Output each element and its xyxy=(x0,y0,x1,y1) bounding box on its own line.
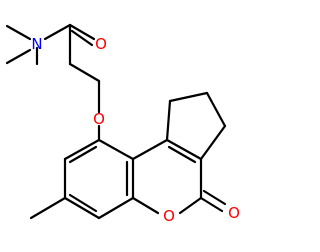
bond-py-5 xyxy=(131,138,169,161)
bond-lactone-co-1 xyxy=(199,196,224,213)
bond-cp-1 xyxy=(165,99,172,142)
atom-oxygen-amide: O xyxy=(95,35,107,53)
bond-ar-3-inner xyxy=(68,193,98,213)
bond-co-double-2 xyxy=(70,29,94,47)
bond-py-2 xyxy=(178,196,203,215)
bond-ar-1-inner xyxy=(68,145,98,164)
molecule-diagram: N O O O O xyxy=(5,23,240,225)
bond-ar-3 xyxy=(63,196,101,220)
bond-ch2-c2 xyxy=(68,62,101,83)
bond-py-1 xyxy=(131,196,160,215)
bond-py-4-inner xyxy=(167,145,197,164)
bond-lactone-co-2 xyxy=(202,189,227,206)
bond-cp-4 xyxy=(199,124,227,161)
structure-svg: N O O O O xyxy=(5,23,240,225)
bond-co-double-1 xyxy=(68,23,96,41)
bond-methyl-n-top xyxy=(5,24,32,41)
bond-n-carbonyl xyxy=(43,23,72,41)
atom-oxygen-carbonyl: O xyxy=(228,204,240,222)
atom-nitrogen: N xyxy=(31,35,42,53)
bond-n-methyl-down xyxy=(5,48,32,65)
bond-cp-2 xyxy=(168,91,209,103)
bond-cp-3 xyxy=(205,91,227,128)
bond-ar-methyl xyxy=(29,196,67,220)
bond-ar-1 xyxy=(63,138,101,161)
bond-ar-6 xyxy=(97,138,135,161)
bond-py-4 xyxy=(165,138,203,161)
bond-ar-4 xyxy=(97,196,135,220)
atom-oxygen-ether: O xyxy=(93,110,105,128)
atom-oxygen-ring: O xyxy=(163,207,175,225)
